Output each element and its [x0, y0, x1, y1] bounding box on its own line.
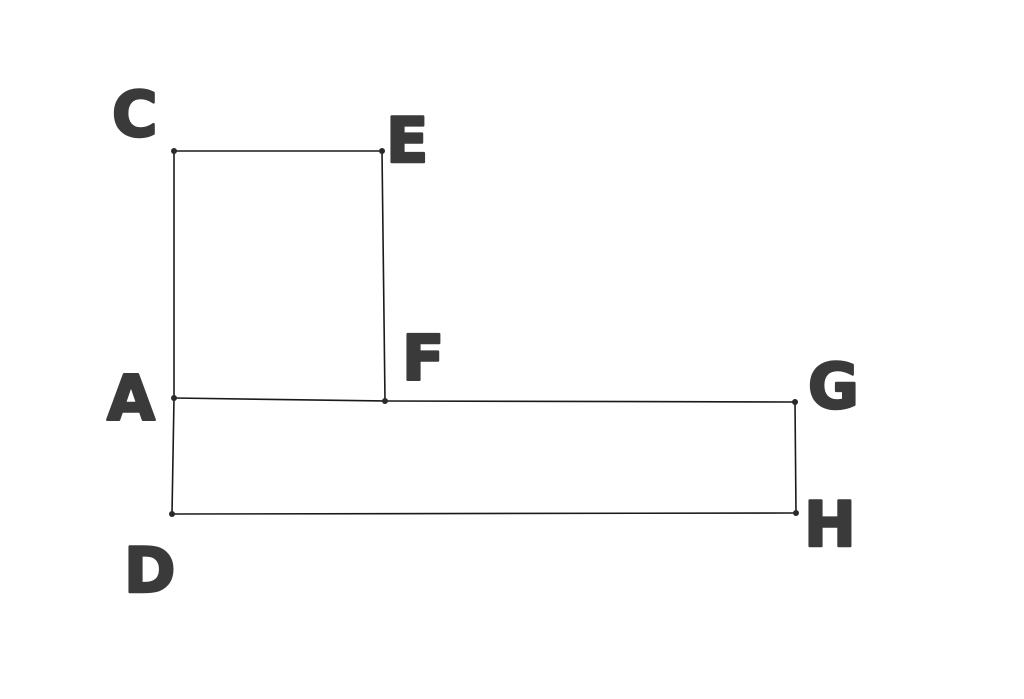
- vertex-label-e: E: [386, 104, 428, 177]
- vertex-label-d: D: [124, 534, 175, 607]
- segment-af: [173, 397, 386, 402]
- vertex-a: [171, 395, 177, 401]
- segments-group: [171, 150, 797, 515]
- vertex-d: [169, 511, 175, 517]
- vertex-label-h: H: [804, 488, 856, 561]
- vertex-label-a: A: [107, 362, 155, 435]
- vertex-labels-group: A C D E F GH: [106, 77, 860, 609]
- vertex-c: [171, 148, 177, 154]
- segment-gh: [794, 401, 797, 514]
- vertex-label-c: C: [112, 78, 158, 151]
- segment-fg: [384, 400, 796, 403]
- vertex-dots-group: [169, 148, 799, 517]
- vertex-label-f: F: [402, 322, 444, 395]
- segment-ef: [381, 150, 386, 402]
- vertex-g: [792, 399, 798, 405]
- segment-dh: [171, 512, 797, 515]
- segment-ad: [171, 397, 175, 515]
- vertex-label-g: G: [808, 350, 859, 423]
- vertex-h: [793, 510, 799, 516]
- vertex-f: [382, 398, 388, 404]
- vertex-e: [379, 148, 385, 154]
